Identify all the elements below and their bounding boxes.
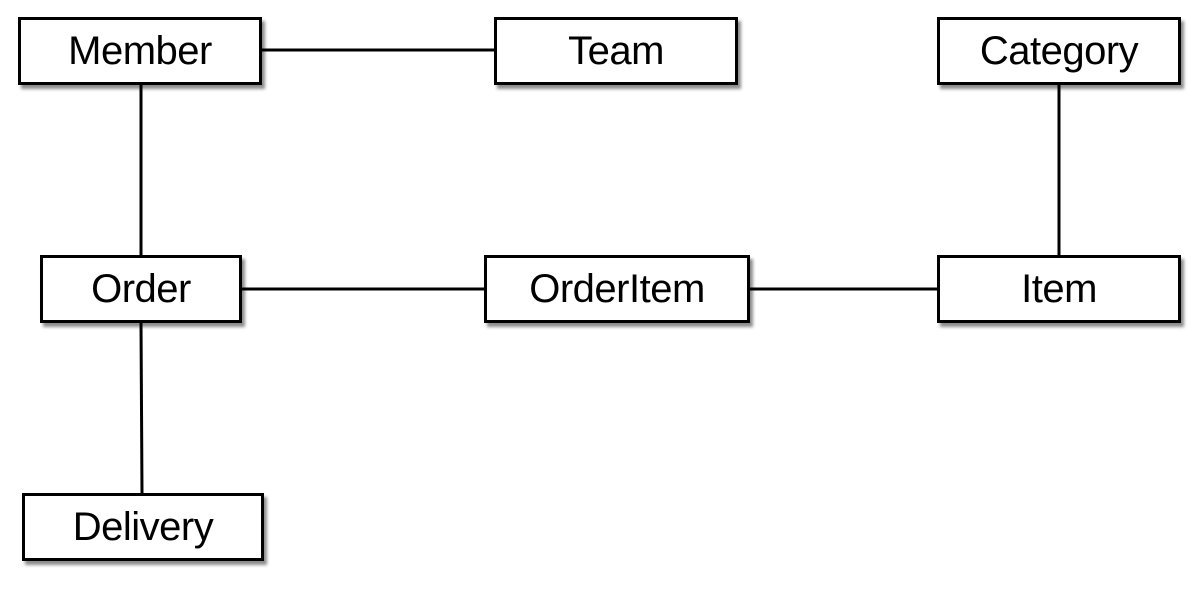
entity-member: Member: [18, 17, 262, 85]
entity-category-label: Category: [979, 29, 1139, 73]
entity-member-label: Member: [68, 29, 212, 73]
entity-team-label: Team: [568, 29, 664, 73]
connector-order-delivery: [139, 322, 144, 494]
entity-order: Order: [40, 255, 242, 323]
entity-orderitem-label: OrderItem: [529, 267, 705, 311]
entity-category: Category: [937, 17, 1181, 85]
entity-orderitem: OrderItem: [484, 255, 750, 323]
entity-item: Item: [937, 255, 1181, 323]
entity-delivery-label: Delivery: [72, 505, 214, 549]
entity-team: Team: [494, 17, 738, 85]
entity-order-label: Order: [91, 267, 191, 311]
entity-delivery: Delivery: [22, 493, 264, 561]
entity-item-label: Item: [1021, 267, 1097, 311]
